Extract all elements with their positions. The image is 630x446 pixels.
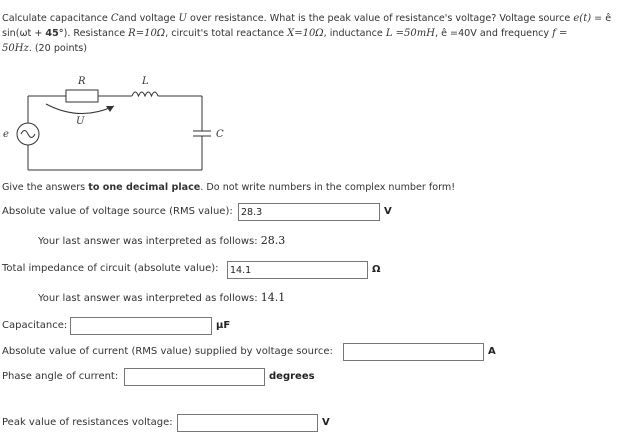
symbol-frequency: f = [552,28,568,39]
current-input[interactable] [343,343,484,361]
interpretation-text: Your last answer was interpreted as foll… [38,293,261,304]
interpretation-value: 14.1 [260,291,286,304]
question-text-part: , circuit's total reactance [165,28,288,39]
interpretation-text: Your last answer was interpreted as foll… [38,236,261,247]
question-text-part: Calculate capacitance [2,13,111,24]
label-e: e [3,129,9,140]
arrowhead-icon [106,106,114,112]
question-text-part: over resistance. What is the peak value … [186,13,574,24]
capacitance-input[interactable] [70,317,212,335]
symbol-voltage: U [178,13,187,24]
phase-value: 45° [45,28,64,39]
frequency-value: 50Hz [2,43,29,54]
capacitance-label: Capacitance: [2,320,68,331]
resistor-symbol [65,89,99,103]
peak-voltage-input[interactable] [177,414,318,432]
label-C: C [216,129,224,140]
source-voltage-input[interactable] [238,203,380,221]
question-text: Calculate capacitance Cand voltage U ove… [2,11,624,56]
current-unit: A [488,346,496,357]
label-U: U [76,116,85,127]
question-text-part: = ê sin(ωt + [2,13,612,39]
voltage-arrow-icon [45,103,115,115]
resistance-value: R=10Ω [128,28,166,39]
capacitance-unit: μF [216,320,231,331]
total-impedance-label: Total impedance of circuit (absolute val… [2,263,219,274]
total-impedance-input[interactable] [227,261,368,279]
symbol-capacitance: C [110,13,119,24]
inductance-value: L =50mH [385,28,435,39]
instructions: Give the answers to one decimal place. D… [2,182,455,193]
inductor-symbol [131,91,159,98]
total-impedance-unit: Ω [372,264,381,275]
source-voltage-interpretation: Your last answer was interpreted as foll… [38,234,285,247]
label-L: L [141,76,149,87]
source-voltage-unit: V [384,206,392,217]
peak-voltage-unit: V [322,417,330,428]
question-text-part: and voltage [118,13,179,24]
phase-angle-unit: degrees [269,371,315,382]
circuit-diagram: R L U e C [3,76,224,171]
sine-wave-icon [20,130,36,138]
instructions-text: . Do not write numbers in the complex nu… [200,182,456,193]
interpretation-value: 28.3 [260,234,286,247]
instructions-text: Give the answers [2,182,89,193]
question-text-part: ). Resistance [63,28,129,39]
phase-angle-input[interactable] [124,368,265,386]
reactance-value: X=10Ω [287,28,324,39]
voltage-source-symbol [16,122,40,146]
phase-angle-label: Phase angle of current: [2,371,119,382]
source-voltage-label: Absolute value of voltage source (RMS va… [2,206,233,217]
question-text-part: , inductance [323,28,386,39]
instructions-emphasis: to one decimal place [88,182,201,193]
question-text-part: . (20 points) [28,43,88,54]
total-impedance-interpretation: Your last answer was interpreted as foll… [38,291,285,304]
peak-voltage-label: Peak value of resistances voltage: [2,417,173,428]
question-text-part: , ê =40V and frequency [434,28,553,39]
label-R: R [77,76,86,87]
current-label: Absolute value of current (RMS value) su… [2,346,333,357]
symbol-source: e(t) [573,13,592,24]
